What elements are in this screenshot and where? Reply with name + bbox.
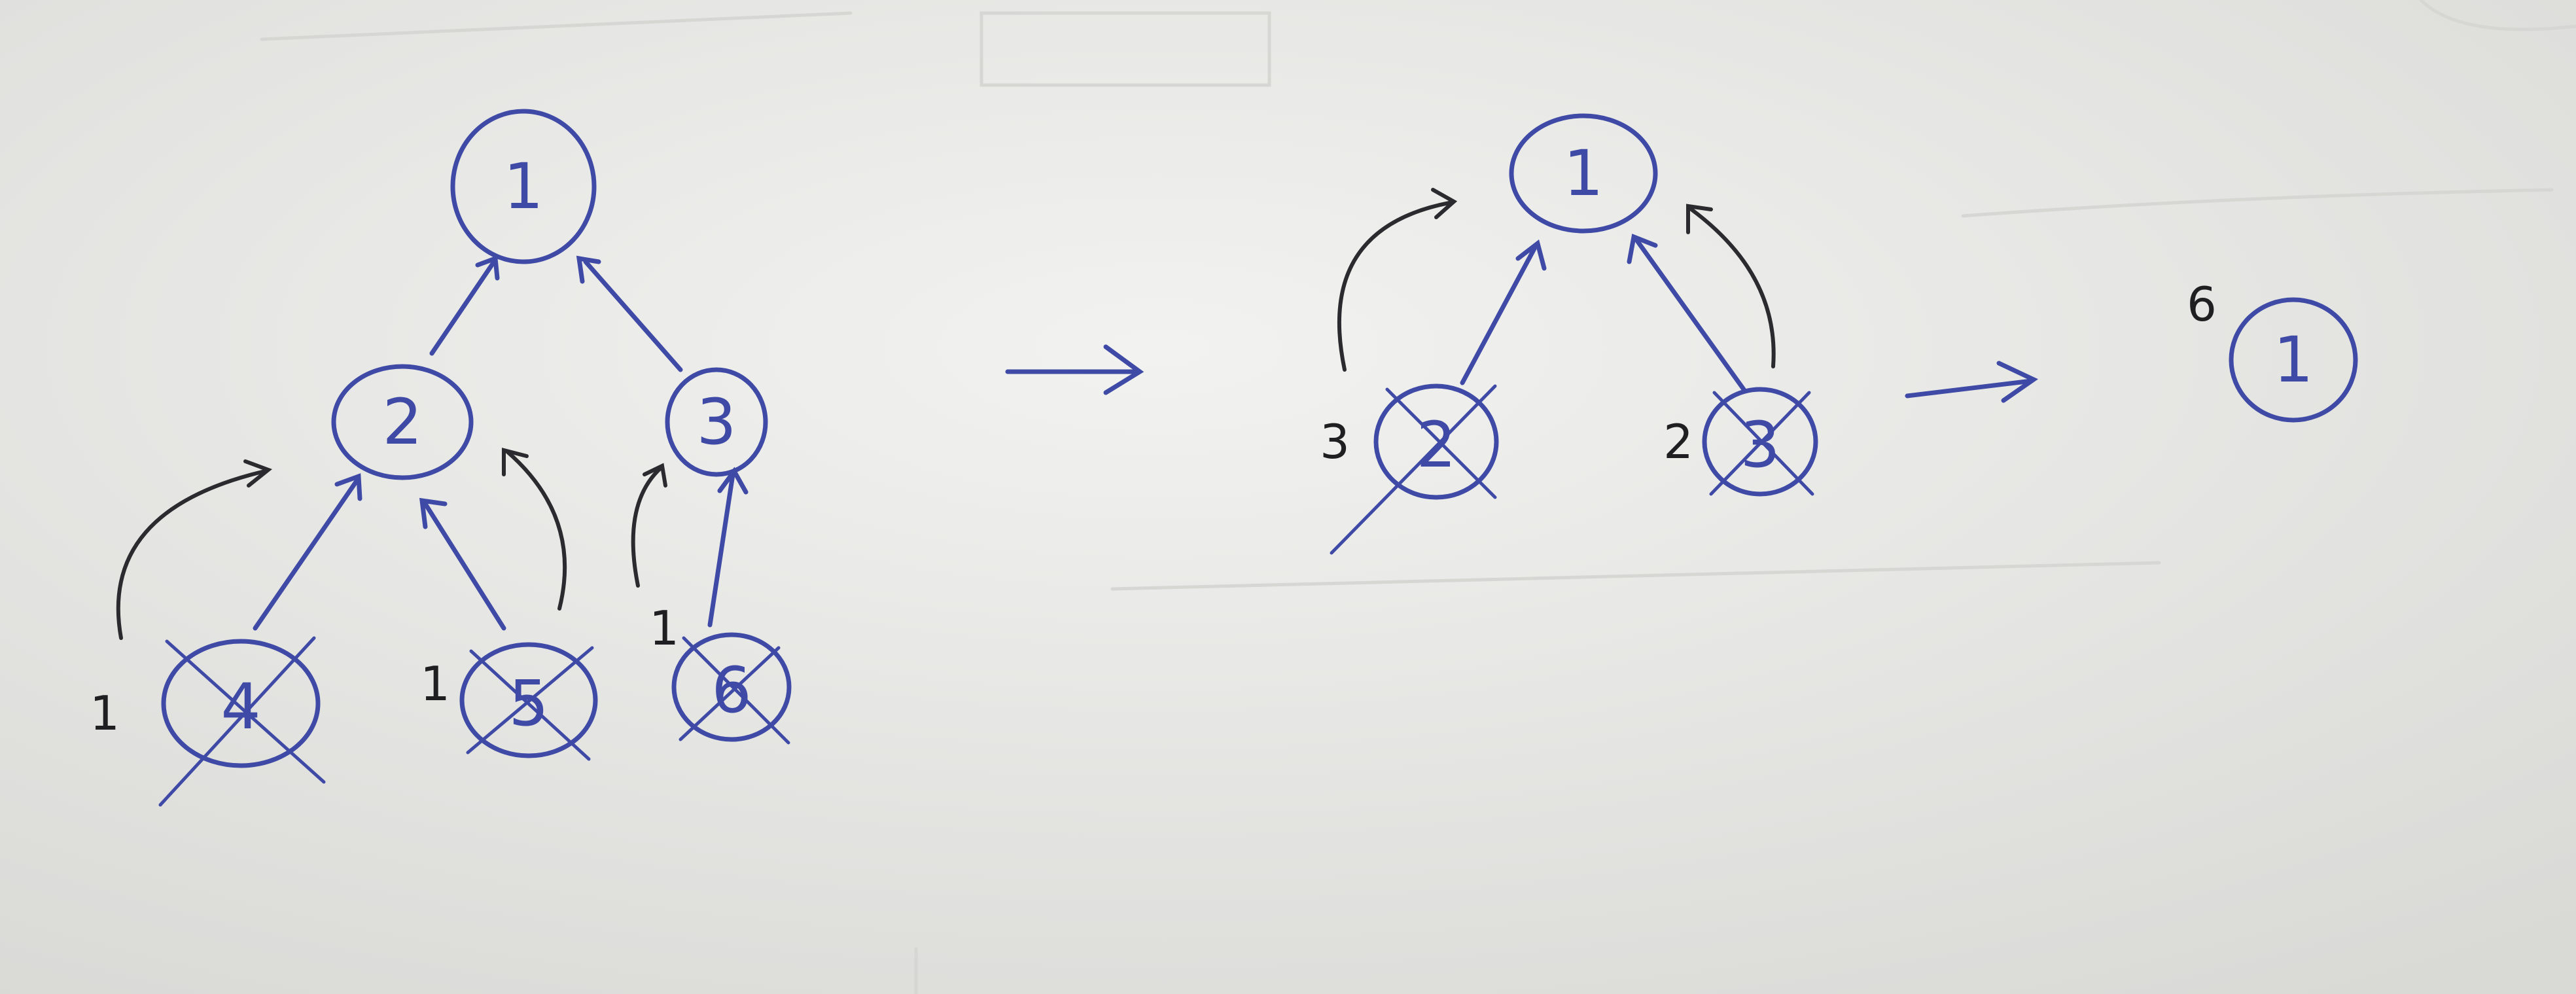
svg-text:5: 5	[508, 667, 548, 740]
svg-text:4: 4	[221, 670, 260, 743]
stage1-node-6: 6 1	[649, 601, 792, 745]
count-label-6: 1	[649, 601, 679, 656]
count-label-3-stage2: 2	[1663, 414, 1693, 469]
curve-arrowhead-2-stage2	[1431, 188, 1458, 219]
stage1-node-2: 2	[331, 364, 474, 480]
arrowhead-3-to-1	[576, 255, 601, 284]
stage1-node-4: 4 1	[90, 636, 326, 807]
curve-arrowhead-4	[243, 459, 273, 488]
svg-text:1: 1	[503, 150, 543, 223]
arrowhead-3-to-1-stage2	[1627, 234, 1658, 264]
edge-3-to-1-stage2	[1633, 236, 1746, 392]
curve-arrow-6	[631, 466, 663, 588]
arrowhead-5-to-2	[419, 497, 448, 529]
count-label-5: 1	[420, 656, 450, 711]
arrowhead-2-to-1	[475, 255, 500, 281]
edge-6-to-3	[707, 472, 735, 628]
stage2-node-3: 3 2	[1663, 387, 1818, 497]
stage2-node-1: 1	[1509, 113, 1658, 234]
curve-arrowhead-5	[502, 448, 529, 476]
arrowhead-4-to-2	[334, 473, 362, 501]
count-label-4: 1	[90, 686, 120, 741]
stage3-node-1: 1 6	[2187, 277, 2358, 423]
edge-4-to-2	[253, 478, 359, 631]
edge-5-to-2	[423, 501, 506, 631]
curve-arrow-5	[505, 450, 567, 611]
curve-arrowhead-3-stage2	[1686, 204, 1713, 234]
stage-3-tree: 1 6	[2187, 277, 2358, 423]
stage2-node-2: 2 3	[1320, 383, 1499, 555]
count-label-2-stage2: 3	[1320, 414, 1350, 469]
curve-arrow-4	[116, 469, 267, 640]
svg-text:3: 3	[1740, 408, 1780, 482]
svg-text:2: 2	[382, 385, 422, 459]
count-label-1-stage3: 6	[2187, 277, 2217, 332]
svg-text:1: 1	[2273, 323, 2313, 397]
stage1-node-1: 1	[450, 109, 597, 264]
paper-texture	[260, 0, 2576, 994]
stage1-node-3: 3	[665, 367, 768, 477]
svg-text:6: 6	[711, 654, 751, 727]
stage1-node-5: 5 1	[420, 642, 598, 761]
edge-2-to-1	[429, 259, 497, 356]
svg-text:2: 2	[1416, 408, 1456, 482]
transition-arrow-2	[1905, 361, 2038, 403]
stage-2-tree: 1 2 3 3 2	[1320, 113, 1818, 555]
edge-2-to-1-stage2	[1460, 246, 1537, 385]
arrowhead-2-to-1-stage2	[1515, 240, 1547, 271]
curve-arrow-3-stage2	[1689, 207, 1776, 368]
edge-3-to-1	[583, 259, 683, 372]
svg-text:3: 3	[696, 385, 736, 459]
curve-arrow-2-stage2	[1337, 201, 1451, 372]
transition-arrow-1	[1005, 344, 1144, 395]
svg-text:1: 1	[1563, 137, 1603, 210]
curve-arrowhead-6	[643, 463, 667, 488]
stage-1-tree: 1 2 3 4 1 5 1 6 1	[90, 109, 792, 807]
